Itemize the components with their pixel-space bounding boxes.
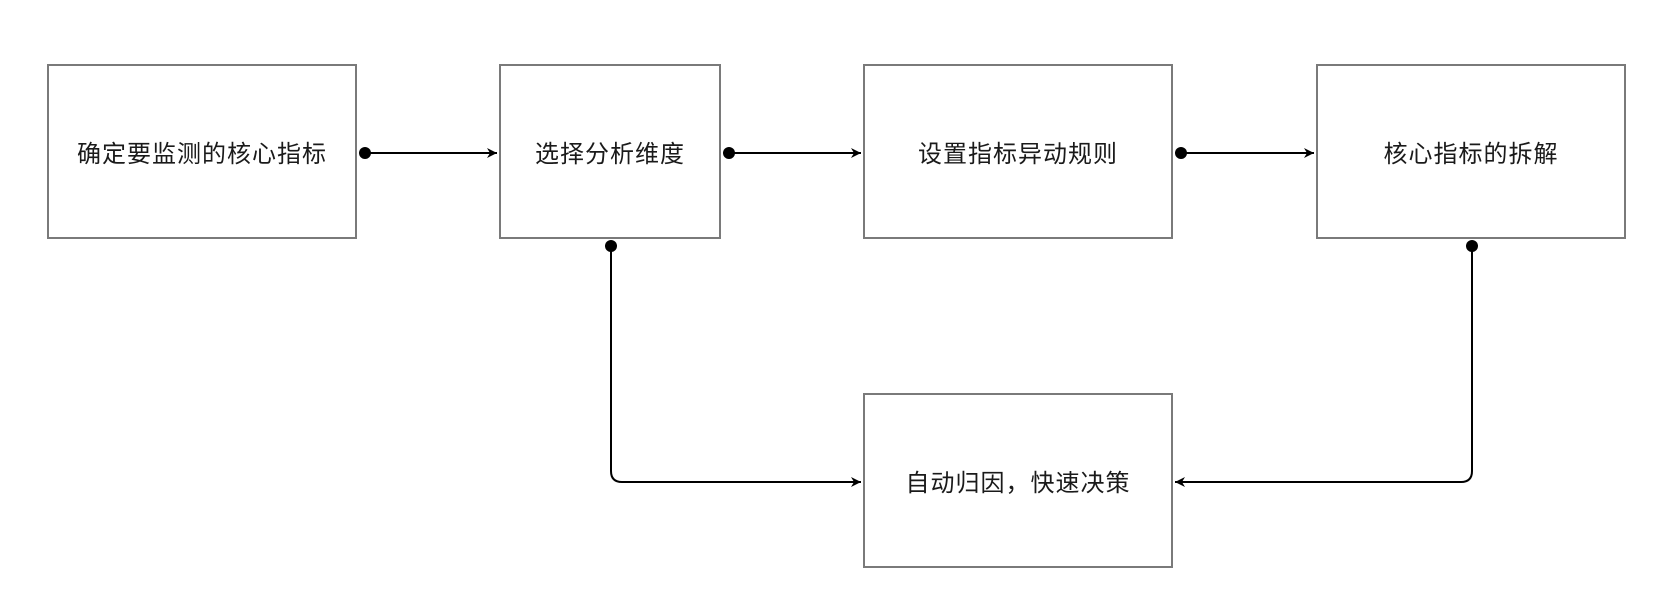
node-auto-attribution: 自动归因，快速决策 <box>863 393 1173 568</box>
node-label: 设置指标异动规则 <box>918 140 1118 168</box>
node-label: 自动归因，快速决策 <box>905 469 1131 497</box>
node-label: 核心指标的拆解 <box>1383 140 1559 168</box>
node-define-core-metrics: 确定要监测的核心指标 <box>47 64 357 239</box>
node-set-anomaly-rules: 设置指标异动规则 <box>863 64 1173 239</box>
edge-n3-n4 <box>1175 147 1314 159</box>
node-select-dimensions: 选择分析维度 <box>499 64 721 239</box>
node-label: 选择分析维度 <box>535 140 685 168</box>
edge-n2-n5 <box>605 240 861 487</box>
edge-n4-n5 <box>1175 240 1478 487</box>
node-label: 确定要监测的核心指标 <box>77 140 327 168</box>
edge-n1-n2 <box>359 147 497 159</box>
edge-n2-n3 <box>723 147 861 159</box>
node-decompose-metrics: 核心指标的拆解 <box>1316 64 1626 239</box>
